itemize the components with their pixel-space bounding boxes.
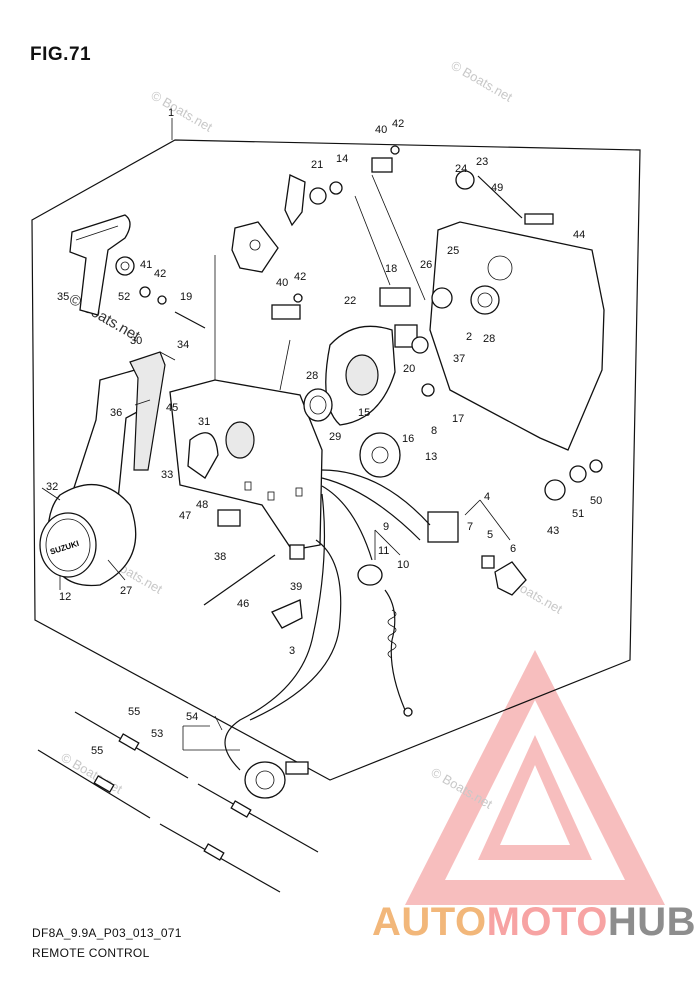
- part-number-label: 31: [198, 416, 210, 428]
- part-number-label: 46: [237, 598, 249, 610]
- part-number-label: 9: [383, 521, 389, 533]
- switch-unit: [359, 432, 401, 478]
- part-number-label: 41: [140, 259, 152, 271]
- part-number-label: 15: [358, 407, 370, 419]
- part-number-label: 28: [306, 370, 318, 382]
- remote-control-housing: [169, 379, 323, 551]
- watermark-text: © Boats.net: [149, 88, 216, 135]
- part-number-label: 28: [483, 333, 495, 345]
- part-number-label: 25: [447, 245, 459, 257]
- part-number-label: 36: [110, 407, 122, 419]
- part-number-label: 16: [402, 433, 414, 445]
- connector: [244, 761, 309, 799]
- leader-lines: [41, 118, 511, 751]
- part-number-label: 23: [476, 156, 488, 168]
- suzuki-knob: SUZUKI: [39, 512, 97, 578]
- handle-lever: [69, 214, 131, 316]
- part-number-label: 42: [294, 271, 306, 283]
- part-number-label: 40: [276, 277, 288, 289]
- brand-logo: AUTOMOTOHUB: [372, 900, 696, 945]
- part-number-label: 37: [453, 353, 465, 365]
- part-number-label: 40: [375, 124, 387, 136]
- part-number-label: 34: [177, 339, 189, 351]
- part-number-label: 7: [467, 521, 473, 533]
- part-number-label: 43: [547, 525, 559, 537]
- part-number-label: 44: [573, 229, 585, 241]
- part-number-label: 13: [425, 451, 437, 463]
- part-number-label: 26: [420, 259, 432, 271]
- part-number-label: 2: [466, 331, 472, 343]
- part-number-label: 32: [46, 481, 58, 493]
- part-number-label: 33: [161, 469, 173, 481]
- part-number-labels: 1234567891011121314151617181920212223242…: [46, 107, 602, 757]
- part-number-label: 6: [510, 543, 516, 555]
- part-number-label: 50: [590, 495, 602, 507]
- part-number-label: 5: [487, 529, 493, 541]
- figure-title: FIG.71: [30, 44, 92, 65]
- assembly-frame: [31, 139, 641, 781]
- part-number-label: 14: [336, 153, 348, 165]
- part-number-label: 38: [214, 551, 226, 563]
- part-number-label: 17: [452, 413, 464, 425]
- part-number-label: 47: [179, 510, 191, 522]
- part-number-label: 21: [311, 159, 323, 171]
- part-number-label: 42: [154, 268, 166, 280]
- part-number-label: 55: [91, 745, 103, 757]
- part-number-label: 22: [344, 295, 356, 307]
- part-number-label: 1: [168, 107, 174, 119]
- bracket: [231, 221, 279, 273]
- part-number-label: 54: [186, 711, 198, 723]
- brand-part-3: HUB: [607, 900, 696, 944]
- part-number-label: 29: [329, 431, 341, 443]
- part-number-label: 8: [431, 425, 437, 437]
- side-cover: [429, 213, 605, 451]
- part-number-label: 4: [484, 491, 490, 503]
- part-number-label: 18: [385, 263, 397, 275]
- gear-plate: [303, 325, 396, 426]
- part-number-label: 51: [572, 508, 584, 520]
- part-number-label: 45: [166, 402, 178, 414]
- brand-part-2: MOTO: [486, 900, 608, 944]
- part-number-label: 20: [403, 363, 415, 375]
- diagram-name: REMOTE CONTROL: [32, 946, 150, 960]
- part-number-label: 24: [455, 163, 467, 175]
- control-cables: [37, 711, 319, 893]
- part-number-label: 10: [397, 559, 409, 571]
- part-number-label: 11: [378, 545, 389, 557]
- brand-part-1: AUTO: [372, 900, 487, 944]
- part-number-label: 55: [128, 706, 140, 718]
- part-number-label: 48: [196, 499, 208, 511]
- part-number-label: 35: [57, 291, 69, 303]
- brand-triangle-logo: [405, 650, 665, 905]
- part-number-label: 3: [289, 645, 295, 657]
- part-number-label: 27: [120, 585, 132, 597]
- wiring-harness: [224, 469, 431, 771]
- part-number-label: 19: [180, 291, 192, 303]
- part-number-label: 30: [130, 335, 142, 347]
- watermark-text: © Boats.net: [449, 58, 516, 105]
- small-parts: [115, 145, 603, 629]
- part-number-label: 52: [118, 291, 130, 303]
- part-number-label: 39: [290, 581, 302, 593]
- part-number-label: 12: [59, 591, 71, 603]
- part-number-label: 42: [392, 118, 404, 130]
- key-switch: [427, 511, 527, 596]
- part-number-label: 49: [491, 182, 503, 194]
- part-number-label: 53: [151, 728, 163, 740]
- diagram-code: DF8A_9.9A_P03_013_071: [32, 926, 182, 940]
